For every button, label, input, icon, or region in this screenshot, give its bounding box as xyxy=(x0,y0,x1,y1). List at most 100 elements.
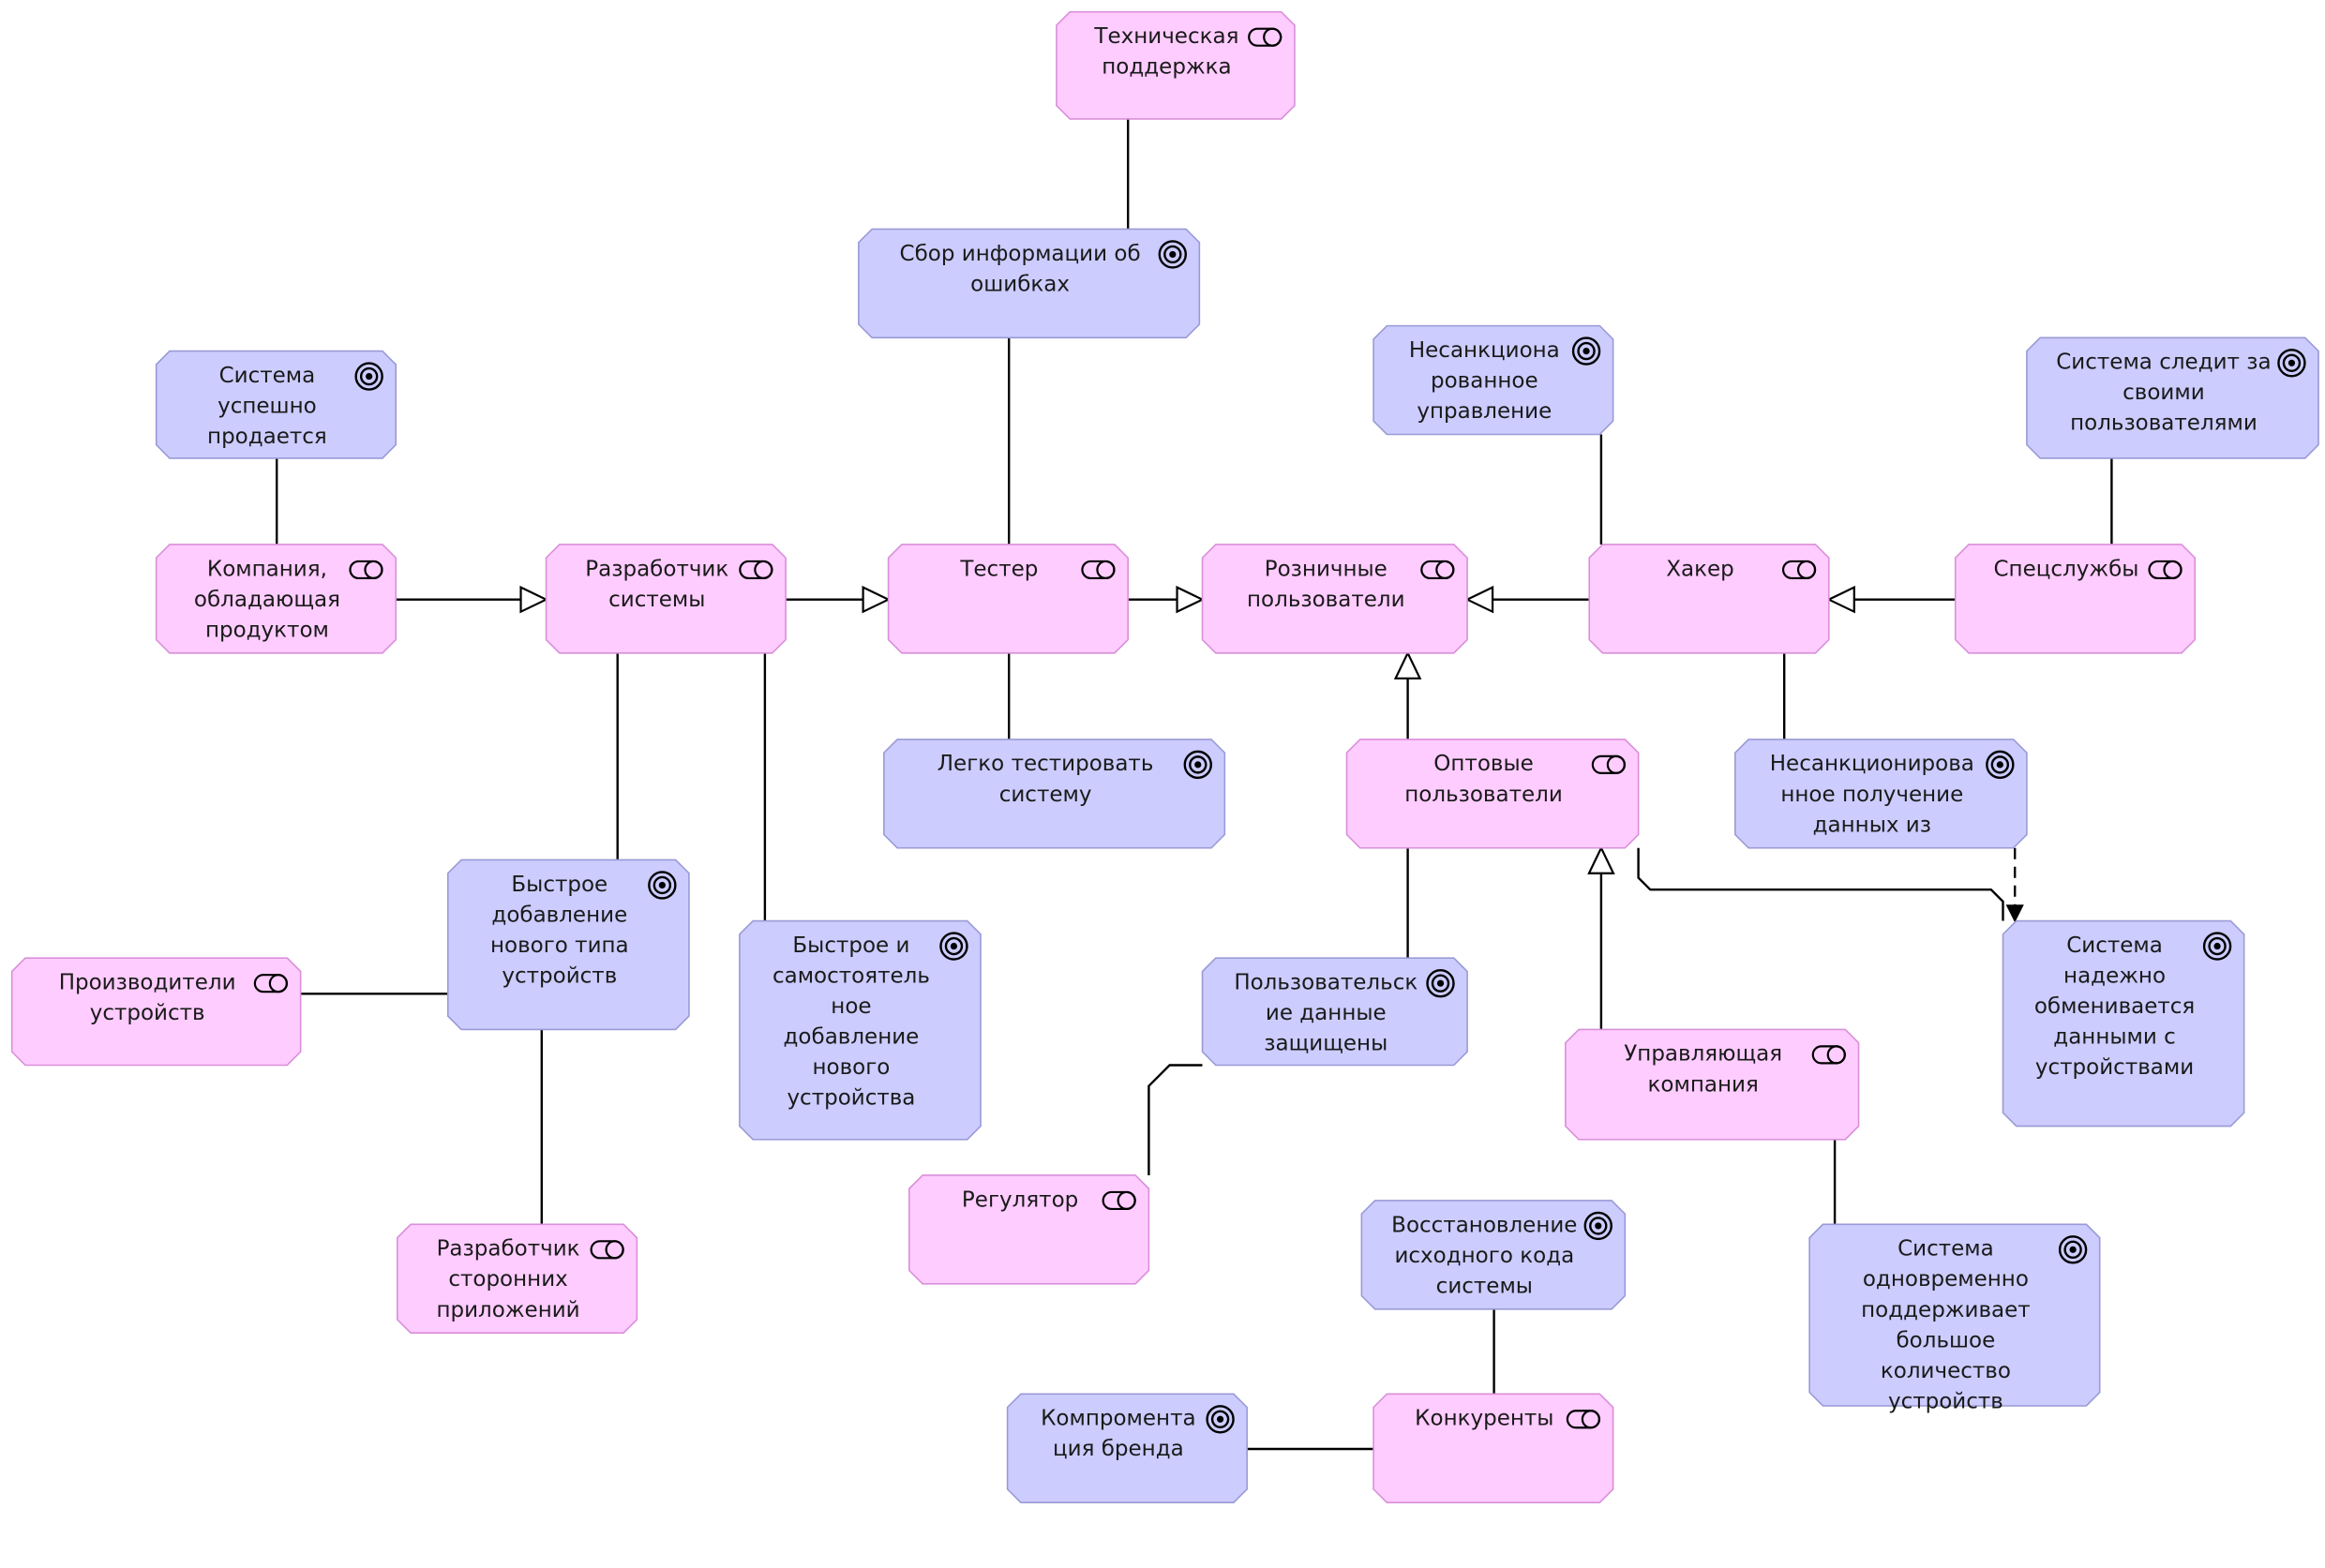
specialization-arrowhead xyxy=(1826,585,1855,614)
stakeholder-icon xyxy=(590,1240,624,1260)
node-label-line: защищены xyxy=(1264,1032,1388,1056)
node-tester[interactable]: Тестер xyxy=(887,544,1129,654)
goal-target-icon xyxy=(2202,932,2232,961)
node-label-line: одновременно xyxy=(1863,1267,2029,1292)
stakeholder-shape xyxy=(908,1174,1150,1285)
node-label-line: приложений xyxy=(436,1298,579,1322)
goal-target-icon xyxy=(1583,1211,1612,1241)
node-label-line: пользователи xyxy=(1404,783,1563,807)
node-label-line: компания xyxy=(1648,1072,1759,1097)
goal-shape xyxy=(1808,1223,2101,1407)
node-label-line: нового типа xyxy=(490,933,629,958)
node-label-line: устройств xyxy=(502,963,617,988)
node-label-line: надежно xyxy=(2063,963,2166,988)
specialization-arrowhead xyxy=(519,585,549,614)
goal-shape xyxy=(1006,1393,1248,1503)
node-label-line: ошибках xyxy=(970,272,1070,296)
node-label-line: Хакер xyxy=(1666,557,1734,581)
node-label-line: систему xyxy=(999,783,1092,807)
stakeholder-icon xyxy=(1081,560,1116,580)
node-system-tracks-users[interactable]: Система следит за своими пользователями xyxy=(2026,336,2319,459)
node-label-line: успешно xyxy=(218,394,317,418)
goal-shape xyxy=(446,859,690,1031)
node-label-line: данными с xyxy=(2053,1024,2176,1049)
node-source-recovery[interactable]: Восстановление исходного кода системы xyxy=(1360,1200,1627,1310)
stakeholder-shape xyxy=(1372,1393,1614,1503)
node-label-line: пользователями xyxy=(2070,411,2258,436)
node-label-line: поддерживает xyxy=(1861,1298,2031,1322)
stakeholder-shape xyxy=(10,957,302,1067)
edge-line xyxy=(1148,1064,1203,1175)
node-bug-collection[interactable]: Сбор информации об ошибках xyxy=(858,228,1201,339)
stakeholder-shape xyxy=(545,544,787,654)
node-label-line: сторонних xyxy=(448,1267,567,1292)
node-label-line: большое xyxy=(1897,1328,1996,1352)
stakeholder-icon xyxy=(1591,754,1626,774)
node-label-line: продается xyxy=(207,425,327,449)
goal-shape xyxy=(2026,336,2319,459)
node-label-line: количество xyxy=(1881,1359,2011,1383)
node-label-line: Розничные xyxy=(1265,557,1388,581)
node-label-line: самостоятель xyxy=(772,963,930,988)
node-label-line: обменивается xyxy=(2034,994,2195,1019)
node-label-line: Тестер xyxy=(959,557,1038,581)
node-competitors[interactable]: Конкуренты xyxy=(1372,1393,1614,1503)
node-label-line: устройств xyxy=(1888,1389,2003,1413)
edge-specialization-hacker-retail-users xyxy=(1464,585,1590,614)
node-label-line: Быстрое и xyxy=(792,933,909,958)
node-label-line: управление xyxy=(1417,399,1552,424)
node-special-services[interactable]: Спецслужбы xyxy=(1954,544,2197,654)
node-label-line: Конкуренты xyxy=(1415,1407,1553,1431)
node-label-line: данных из xyxy=(1813,813,1931,837)
node-label-line: исходного кода xyxy=(1394,1244,1574,1268)
node-label-line: Компания, xyxy=(207,557,327,581)
edge-specialization-company-owner-system-developer xyxy=(396,585,549,614)
node-label-line: Компромента xyxy=(1041,1407,1196,1431)
node-hacker[interactable]: Хакер xyxy=(1588,544,1830,654)
stakeholder-icon xyxy=(253,974,288,993)
node-label-line: своими xyxy=(2122,381,2205,405)
node-fast-self-device[interactable]: Быстрое исамостоятельноедобавлениенового… xyxy=(739,919,982,1141)
stakeholder-shape xyxy=(1056,10,1296,120)
goal-shape xyxy=(1372,324,1614,436)
node-label-line: Спецслужбы xyxy=(1993,557,2138,581)
edge-specialization-special-services-hacker xyxy=(1826,585,1956,614)
node-regulator[interactable]: Регулятор xyxy=(908,1174,1150,1285)
goal-shape xyxy=(739,919,982,1141)
goal-target-icon xyxy=(1158,240,1187,269)
specialization-arrowhead xyxy=(1393,650,1422,679)
node-label-line: Разработчик xyxy=(585,557,728,581)
node-retail-users[interactable]: Розничные пользователи xyxy=(1201,544,1468,654)
stakeholder-icon xyxy=(1811,1045,1846,1065)
stakeholder-icon xyxy=(1566,1410,1600,1429)
node-label-line: устройств xyxy=(90,1001,205,1025)
node-label-line: Восстановление xyxy=(1391,1213,1577,1237)
node-label-line: пользователи xyxy=(1247,588,1405,612)
specialization-arrowhead xyxy=(1464,585,1494,614)
node-many-devices[interactable]: Системаодновременноподдерживаетбольшоеко… xyxy=(1808,1223,2101,1413)
goal-shape xyxy=(1201,957,1468,1067)
node-label-line: системы xyxy=(1436,1274,1533,1298)
goal-target-icon xyxy=(939,932,968,961)
node-label-line: Система следит за xyxy=(2056,351,2271,375)
specialization-arrowhead xyxy=(1587,845,1615,874)
node-label-line: Техническая xyxy=(1093,24,1238,49)
specialization-arrowhead xyxy=(862,585,892,614)
node-label-line: Сбор информации об xyxy=(900,242,1141,266)
